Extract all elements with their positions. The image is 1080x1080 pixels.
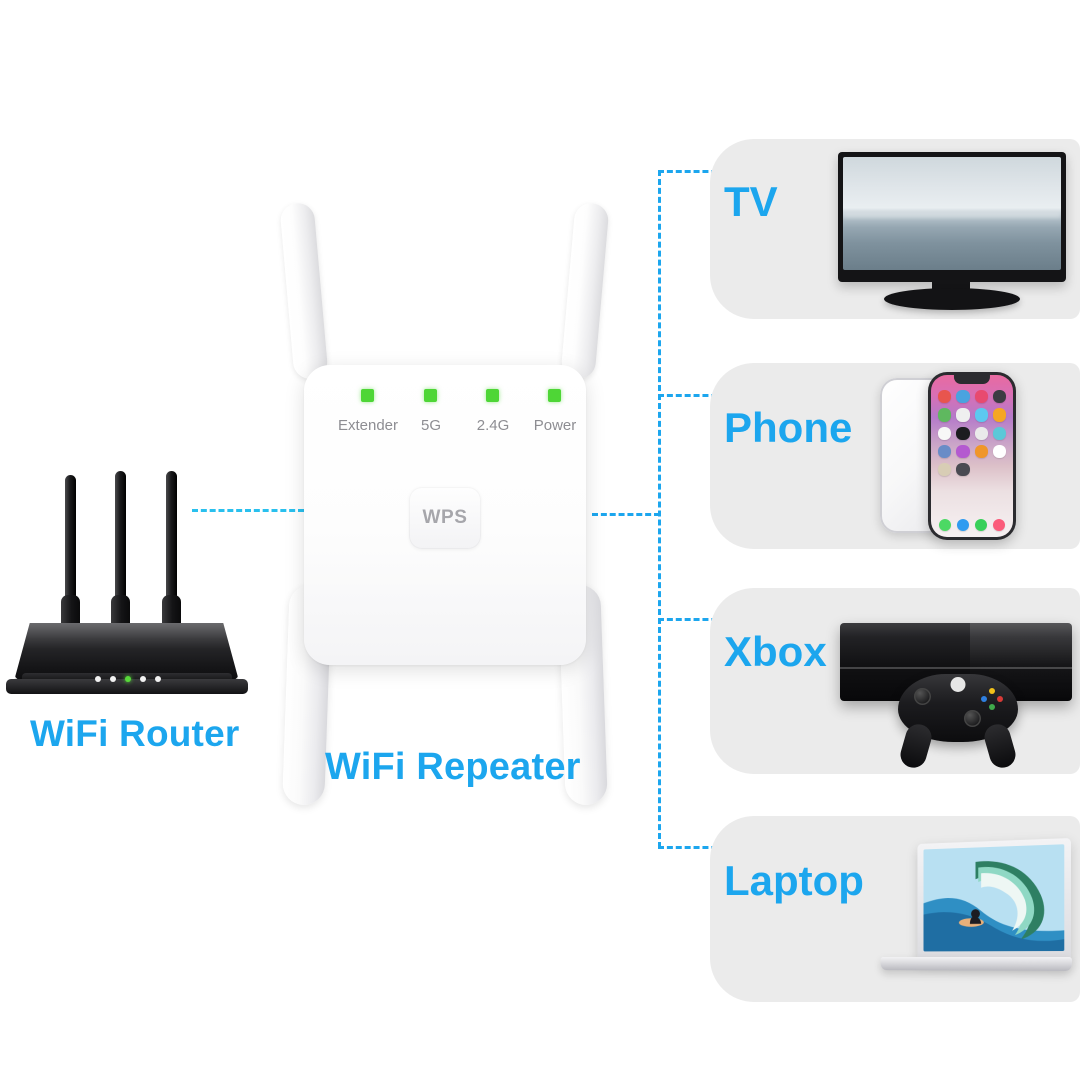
wifi-router bbox=[0, 455, 270, 694]
tv-stand-base bbox=[884, 288, 1020, 310]
repeater-led-label-2-4g: 2.4G bbox=[476, 417, 510, 434]
xbox-button-x bbox=[981, 696, 987, 702]
phone-app-icon bbox=[992, 408, 1006, 422]
wifi-router-label: WiFi Router bbox=[30, 713, 240, 754]
phone-app-icon bbox=[938, 463, 952, 477]
xbox-button-y bbox=[989, 688, 995, 694]
phone-dock bbox=[939, 519, 1005, 531]
phone-dock-icon bbox=[957, 519, 969, 531]
xbox-controller-illustration bbox=[897, 674, 1019, 771]
repeater-antenna-top-left bbox=[279, 201, 329, 381]
router-antenna-base-left bbox=[61, 595, 80, 631]
phone-dock-icon bbox=[993, 519, 1005, 531]
phone-app-icon bbox=[974, 444, 988, 458]
router-base-plate bbox=[6, 679, 248, 694]
repeater-led-extender bbox=[361, 389, 374, 402]
phone-dock-icon bbox=[975, 519, 987, 531]
laptop-screen-illustration bbox=[917, 838, 1071, 960]
phone-front-illustration bbox=[928, 372, 1016, 540]
router-antenna-left bbox=[65, 475, 76, 625]
connector-branch-tv bbox=[658, 170, 744, 173]
repeater-led-label-5g: 5G bbox=[420, 417, 442, 434]
phone-notch bbox=[953, 375, 991, 384]
laptop-wallpaper bbox=[923, 844, 1065, 952]
router-antenna-base-center bbox=[111, 595, 130, 631]
device-label-tv: TV bbox=[724, 178, 778, 225]
wifi-repeater: Extender 5G 2.4G Power WPS bbox=[270, 195, 620, 820]
device-label-phone: Phone bbox=[724, 404, 853, 451]
connector-branch-xbox bbox=[658, 618, 744, 621]
router-led-2 bbox=[110, 676, 116, 682]
router-antenna-right bbox=[166, 471, 177, 625]
device-label-laptop: Laptop bbox=[724, 857, 864, 904]
phone-app-icon bbox=[956, 408, 970, 422]
xbox-console-illustration bbox=[840, 623, 1072, 701]
xbox-right-stick bbox=[964, 710, 981, 727]
phone-app-icon bbox=[938, 390, 952, 404]
repeater-led-power bbox=[548, 389, 561, 402]
phone-app-icon bbox=[992, 390, 1006, 404]
repeater-led-2-4g bbox=[486, 389, 499, 402]
phone-app-grid bbox=[938, 390, 1006, 477]
router-led-4 bbox=[140, 676, 146, 682]
router-antenna-center bbox=[115, 471, 126, 625]
phone-app-icon bbox=[938, 426, 952, 440]
repeater-body: Extender 5G 2.4G Power WPS bbox=[304, 365, 586, 665]
laptop-base-illustration bbox=[880, 957, 1072, 971]
phone-app-icon bbox=[938, 444, 952, 458]
phone-dock-icon bbox=[939, 519, 951, 531]
tv-screen bbox=[843, 157, 1061, 270]
router-led-5 bbox=[155, 676, 161, 682]
router-led-3 bbox=[125, 676, 131, 682]
connector-repeater-to-trunk bbox=[592, 513, 660, 516]
phone-app-icon bbox=[956, 426, 970, 440]
phone-app-icon bbox=[974, 426, 988, 440]
phone-screen bbox=[931, 375, 1013, 537]
router-led-1 bbox=[95, 676, 101, 682]
phone-app-icon bbox=[956, 444, 970, 458]
connector-trunk bbox=[658, 170, 661, 848]
xbox-disc-slot bbox=[840, 667, 1072, 669]
router-antenna-base-right bbox=[162, 595, 181, 631]
phone-app-icon bbox=[938, 408, 952, 422]
router-body-highlight bbox=[14, 623, 239, 649]
repeater-led-5g bbox=[424, 389, 437, 402]
device-label-xbox: Xbox bbox=[724, 628, 827, 675]
wifi-repeater-label: WiFi Repeater bbox=[325, 746, 581, 788]
phone-app-icon bbox=[974, 390, 988, 404]
connector-router-to-repeater bbox=[192, 509, 304, 512]
repeater-led-label-extender: Extender bbox=[337, 417, 399, 434]
phone-app-icon bbox=[992, 444, 1006, 458]
xbox-button-a bbox=[989, 704, 995, 710]
router-body bbox=[14, 623, 239, 681]
wps-button[interactable]: WPS bbox=[409, 487, 481, 549]
xbox-left-stick bbox=[914, 688, 931, 705]
repeater-antenna-top-right bbox=[560, 201, 610, 381]
connector-branch-laptop bbox=[658, 846, 744, 849]
xbox-button-b bbox=[997, 696, 1003, 702]
phone-app-icon bbox=[992, 426, 1006, 440]
phone-app-icon bbox=[974, 408, 988, 422]
connector-branch-phone bbox=[658, 394, 744, 397]
xbox-guide-button bbox=[950, 677, 966, 692]
phone-app-icon bbox=[956, 390, 970, 404]
laptop-wave-art bbox=[923, 844, 1065, 952]
tv-illustration bbox=[838, 152, 1066, 282]
repeater-led-label-power: Power bbox=[533, 417, 577, 434]
phone-app-icon bbox=[956, 463, 970, 477]
